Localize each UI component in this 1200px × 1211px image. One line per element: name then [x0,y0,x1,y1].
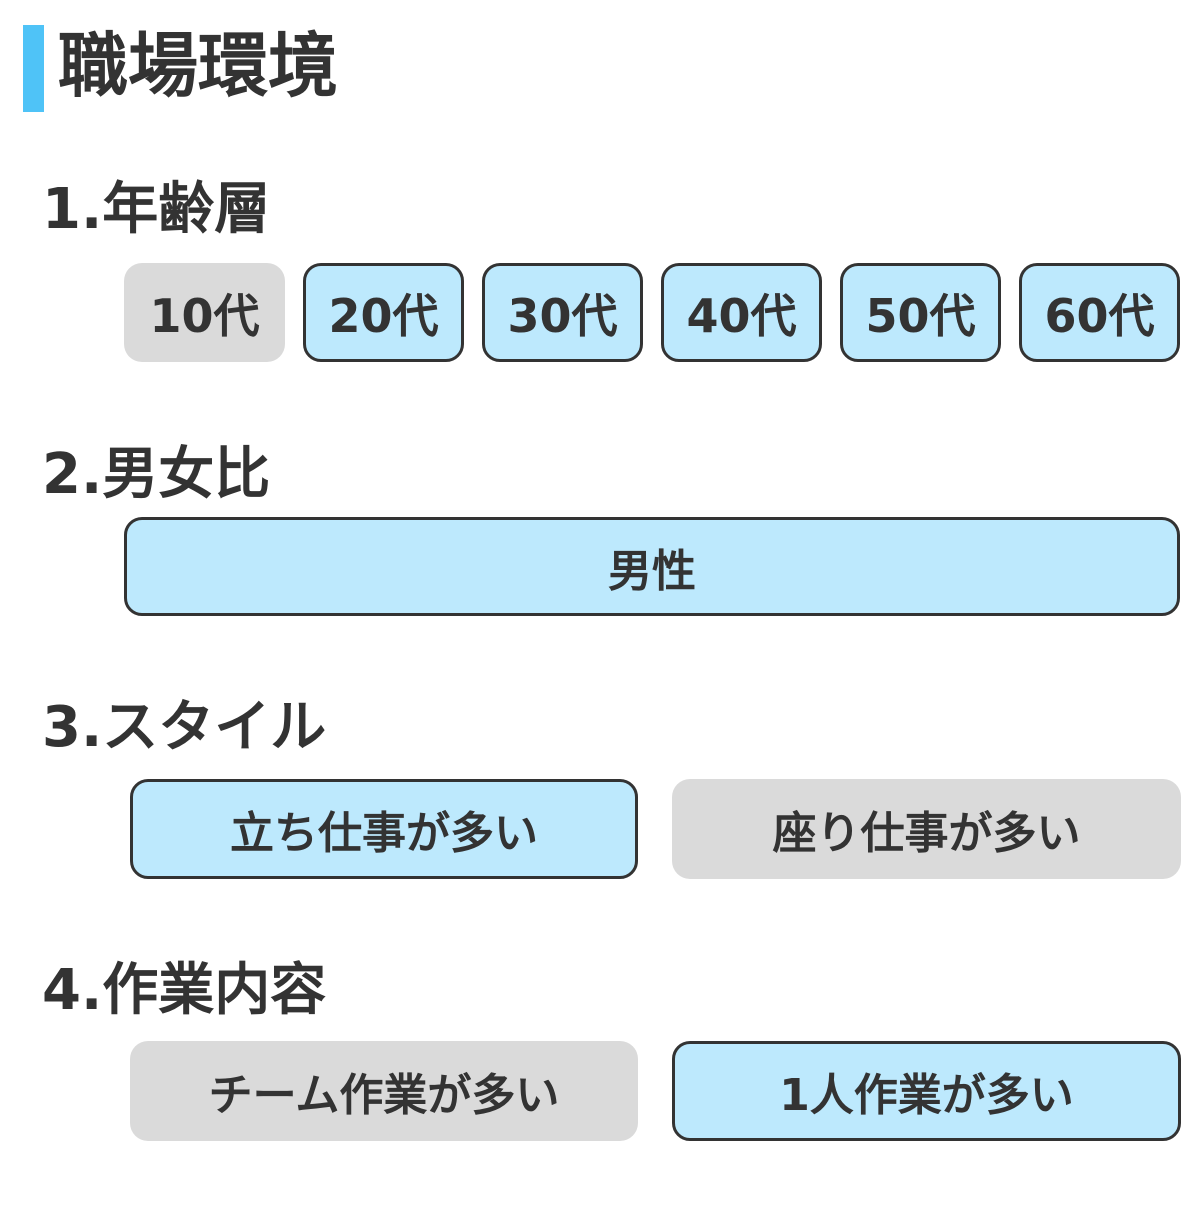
option-label: 座り仕事が多い [772,808,1081,859]
option-age-30s[interactable]: 30代 [482,263,643,362]
option-label: 1人作業が多い [779,1070,1074,1121]
option-work-team[interactable]: チーム作業が多い [130,1041,638,1141]
option-age-50s[interactable]: 50代 [840,263,1001,362]
section-heading-age: 1.年齢層 [42,177,271,242]
option-style-standing[interactable]: 立ち仕事が多い [130,779,638,879]
page-title: 職場環境 [58,25,338,107]
option-work-solo[interactable]: 1人作業が多い [672,1041,1181,1141]
option-label: 50代 [865,288,976,343]
section-heading-style: 3.スタイル [42,695,327,760]
option-age-60s[interactable]: 60代 [1019,263,1180,362]
option-style-sitting[interactable]: 座り仕事が多い [672,779,1181,879]
option-label: 60代 [1044,288,1155,343]
option-label: チーム作業が多い [208,1070,560,1121]
option-label: 20代 [328,288,439,343]
option-label: 立ち仕事が多い [230,808,538,859]
section-heading-work: 4.作業内容 [42,958,327,1023]
option-label: 10代 [149,288,260,343]
option-label: 男性 [608,545,696,597]
option-age-10s[interactable]: 10代 [124,263,285,362]
title-accent-bar [23,25,44,112]
option-age-40s[interactable]: 40代 [661,263,822,362]
option-label: 40代 [686,288,797,343]
section-heading-gender: 2.男女比 [42,442,271,507]
option-gender-male[interactable]: 男性 [124,517,1180,616]
option-age-20s[interactable]: 20代 [303,263,464,362]
option-label: 30代 [507,288,618,343]
